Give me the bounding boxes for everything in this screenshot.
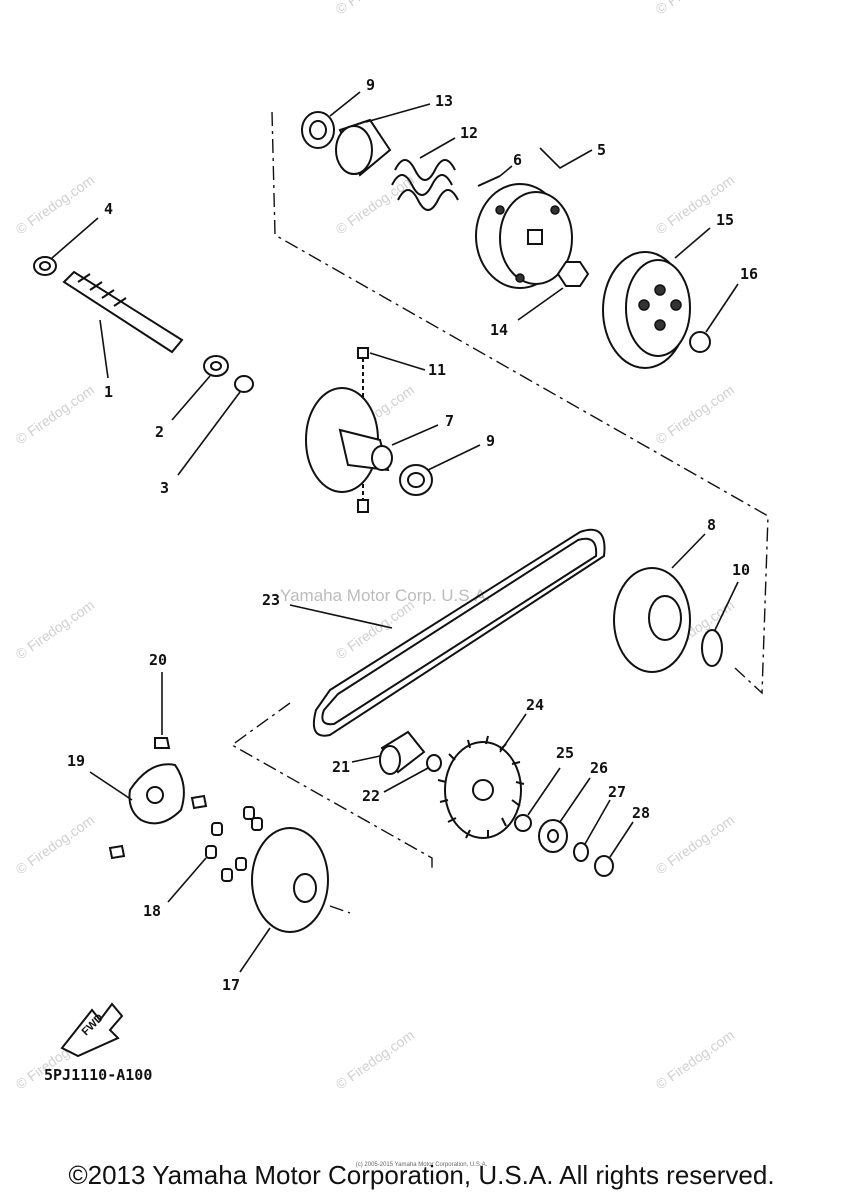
part-label-3: 3: [160, 479, 169, 497]
part-label-6: 6: [513, 151, 522, 169]
fwd-arrow-icon: FWD: [60, 1002, 124, 1058]
part-label-1: 1: [104, 383, 113, 401]
part-label-7: 7: [445, 412, 454, 430]
oil-seal-top: [301, 91, 361, 149]
part-label-24: 24: [526, 696, 544, 714]
oil-seal-middle: [399, 444, 481, 496]
watermark: © Firedog.com: [13, 812, 98, 878]
drawing-code: 5PJ1110-A100: [44, 1066, 152, 1084]
part-label-22: 22: [362, 787, 380, 805]
part-label-14: 14: [490, 321, 508, 339]
washer-26: [538, 777, 591, 853]
watermark: © Firedog.com: [333, 0, 418, 17]
sliding-sheave: [613, 533, 706, 673]
assembly-frame: [230, 111, 769, 914]
pin: [477, 165, 513, 187]
part-label-25: 25: [556, 744, 574, 762]
part-label-19: 19: [67, 752, 85, 770]
clutch-carrier: [475, 147, 593, 289]
part-label-12: 12: [460, 124, 478, 142]
watermark: © Firedog.com: [653, 382, 738, 448]
slide-pieces: [108, 794, 208, 860]
part-label-15: 15: [716, 211, 734, 229]
part-label-21: 21: [332, 758, 350, 776]
copyright-footer: ©2013 Yamaha Motor Corporation, U.S.A. A…: [68, 1160, 775, 1190]
part-labels: 1 2 3 4 5 6 7 8 9 9 10 11 12 13 14 15 16…: [67, 76, 758, 994]
watermark: © Firedog.com: [13, 382, 98, 448]
part-label-20: 20: [149, 651, 167, 669]
part-label-16: 16: [740, 265, 758, 283]
compression-spring: [391, 137, 459, 211]
bearing: [33, 217, 99, 276]
part-label-23: 23: [262, 591, 280, 609]
watermark: © Firedog.com: [653, 812, 738, 878]
washer-22: [383, 754, 442, 793]
primary-shaft: [62, 270, 184, 379]
v-belt: [289, 528, 606, 737]
collar: [335, 103, 431, 177]
watermark: © Firedog.com: [333, 597, 418, 663]
circlip: [701, 581, 739, 667]
washer-25: [514, 767, 561, 832]
watermark: © Firedog.com: [13, 597, 98, 663]
nut-16: [689, 283, 739, 353]
nut-14: [517, 261, 590, 321]
watermark-corp: Yamaha Motor Corp. U.S.A.: [280, 586, 490, 605]
part-label-8: 8: [707, 516, 716, 534]
watermark: © Firedog.com: [13, 172, 98, 238]
part-label-2: 2: [155, 423, 164, 441]
bearing-2: [171, 355, 229, 421]
clutch-housing: [602, 227, 711, 369]
clip-20: [154, 672, 171, 749]
part-label-11: 11: [428, 361, 446, 379]
watermark: © Firedog.com: [333, 1027, 418, 1093]
part-label-5: 5: [597, 141, 606, 159]
part-label-9-middle: 9: [486, 432, 495, 450]
cam: [89, 763, 185, 825]
fixed-sheave: [437, 713, 527, 839]
part-label-26: 26: [590, 759, 608, 777]
part-label-13: 13: [435, 92, 453, 110]
weight-rollers: [167, 806, 263, 903]
part-label-4: 4: [104, 200, 113, 218]
secondary-sheave: [305, 387, 439, 493]
part-label-28: 28: [632, 804, 650, 822]
part-label-17: 17: [222, 976, 240, 994]
part-label-10: 10: [732, 561, 750, 579]
watermark: © Firedog.com: [653, 1027, 738, 1093]
collar-21: [351, 730, 426, 775]
part-label-18: 18: [143, 902, 161, 920]
watermark: © Firedog.com: [653, 0, 738, 17]
tiny-copyright-notice: (c) 2005-2015 Yamaha Motor Corporation, …: [355, 1162, 488, 1168]
watermark: © Firedog.com: [333, 172, 418, 238]
washer-3: [177, 375, 254, 476]
part-label-9-top: 9: [366, 76, 375, 94]
part-label-27: 27: [608, 783, 626, 801]
washer-27: [573, 799, 611, 862]
primary-sliding-sheave: [239, 827, 329, 973]
nut-28: [594, 821, 634, 877]
